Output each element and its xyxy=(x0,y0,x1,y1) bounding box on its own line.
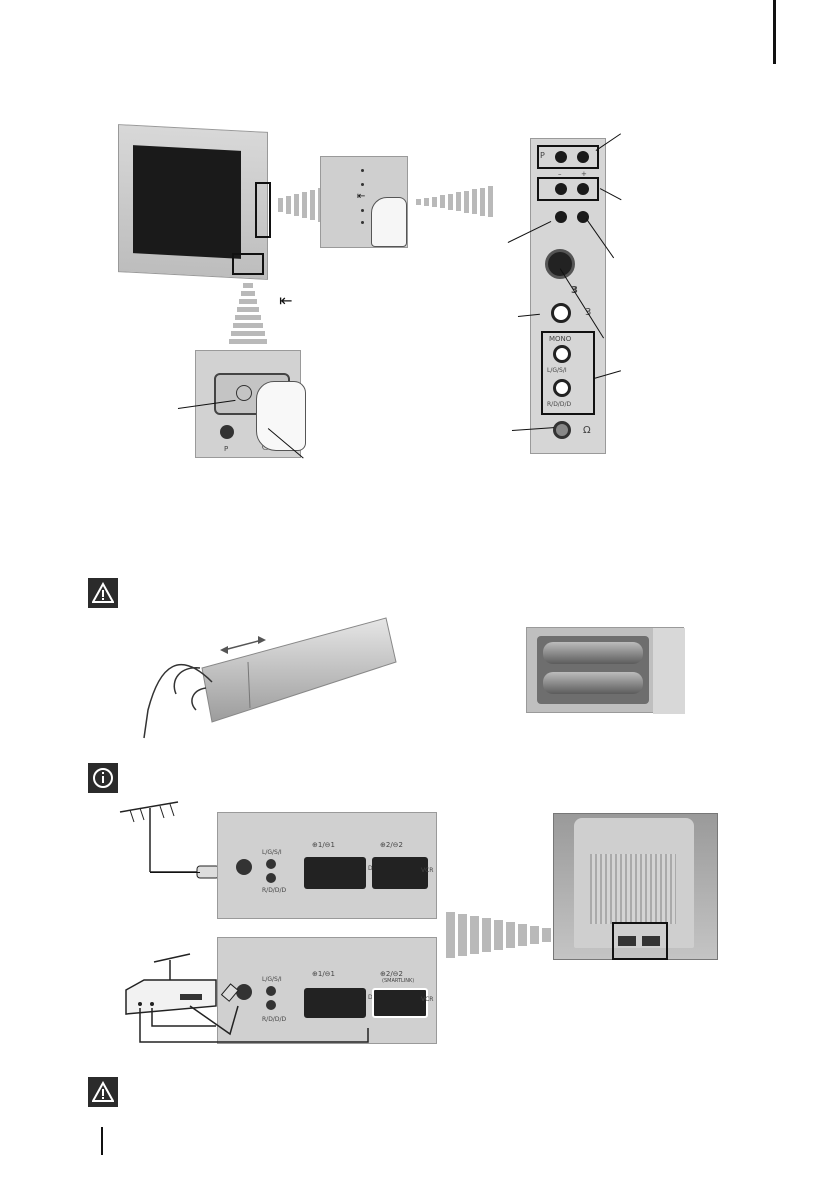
mono-label: MONO xyxy=(549,335,572,343)
minus-label: – xyxy=(558,170,562,178)
aerial-cable xyxy=(150,872,200,874)
program-button xyxy=(220,425,234,439)
scart1-socket xyxy=(304,857,366,889)
p-label: P xyxy=(540,151,545,160)
video-in-socket xyxy=(551,303,571,323)
svideo-socket xyxy=(545,249,575,279)
battery-compartment xyxy=(526,627,685,714)
volume-up-button xyxy=(577,183,589,195)
warning-icon xyxy=(88,578,118,608)
door-open-symbol: ⇤ xyxy=(279,291,293,310)
rear-panel-aerial: L/G/S/I R/D/D/D ⊕1/⊖1 DVD ⊕2/⊖2 VCR xyxy=(217,812,437,919)
vcr-connection-diagram xyxy=(125,953,369,1043)
zoom-funnel-panel xyxy=(416,186,496,217)
aerial-socket xyxy=(236,859,252,875)
scart2-vcr-label: VCR xyxy=(421,996,434,1003)
rear-audio-right-label: R/D/D/D xyxy=(262,887,287,894)
side-connector-panel: P – + 3 3 MONO L/G/S/I R/D/D/D Ω xyxy=(530,138,606,454)
rear-audio-left-label: L/G/S/I xyxy=(262,849,282,856)
scart2-socket xyxy=(372,988,428,1018)
audio-right-label: R/D/D/D xyxy=(547,401,572,408)
rear-panel-vcr: L/G/S/I R/D/D/D ⊕1/⊖1 DVD ⊕2/⊖2 (SMARTLI… xyxy=(217,937,437,1044)
headphone-socket xyxy=(553,421,571,439)
warning-icon xyxy=(88,1077,118,1107)
rear-audio-right-label: R/D/D/D xyxy=(262,1016,287,1023)
program-up-button xyxy=(577,151,589,163)
plus-label: + xyxy=(581,170,587,178)
battery xyxy=(543,642,643,664)
scart2-label: ⊕2/⊖2 xyxy=(380,970,403,978)
scart2-socket xyxy=(372,857,428,889)
rear-connector-highlight xyxy=(612,922,668,960)
rear-audio-left-label: L/G/S/I xyxy=(262,976,282,983)
page-marker-line xyxy=(101,1127,103,1155)
battery xyxy=(543,672,643,694)
headphone-label: Ω xyxy=(583,425,591,436)
scart1-label: ⊕1/⊖1 xyxy=(312,970,335,978)
door-open-icon: ⇤ xyxy=(357,191,366,202)
zoom-funnel-rear xyxy=(446,912,566,958)
remote-slide-illustration xyxy=(143,617,397,739)
aerial-socket xyxy=(236,984,252,1000)
audio-left-label: L/G/S/I xyxy=(547,367,567,374)
side-panel-highlight xyxy=(255,182,271,238)
volume-down-button xyxy=(555,183,567,195)
input-select-button xyxy=(555,211,567,223)
smartlink-label: (SMARTLINK) xyxy=(382,978,415,984)
info-icon xyxy=(88,763,118,793)
power-symbol-icon xyxy=(236,385,252,401)
top-margin-line xyxy=(773,0,776,64)
scart2-label: ⊕2/⊖2 xyxy=(380,841,403,849)
scart1-socket xyxy=(304,988,366,1018)
program-down-button xyxy=(555,151,567,163)
audio-left-socket xyxy=(553,345,571,363)
tv-rear-photo xyxy=(553,813,718,960)
audio-right-socket xyxy=(553,379,571,397)
scart1-label: ⊕1/⊖1 xyxy=(312,841,335,849)
zoom-funnel-front xyxy=(228,283,268,345)
program-label: P xyxy=(224,445,229,453)
tv-screen xyxy=(133,145,241,259)
finger-illustration xyxy=(371,197,407,247)
side-door-closeup: ⇤ xyxy=(320,156,408,248)
front-panel-highlight xyxy=(232,253,264,275)
scart2-vcr-label: VCR xyxy=(421,867,434,874)
